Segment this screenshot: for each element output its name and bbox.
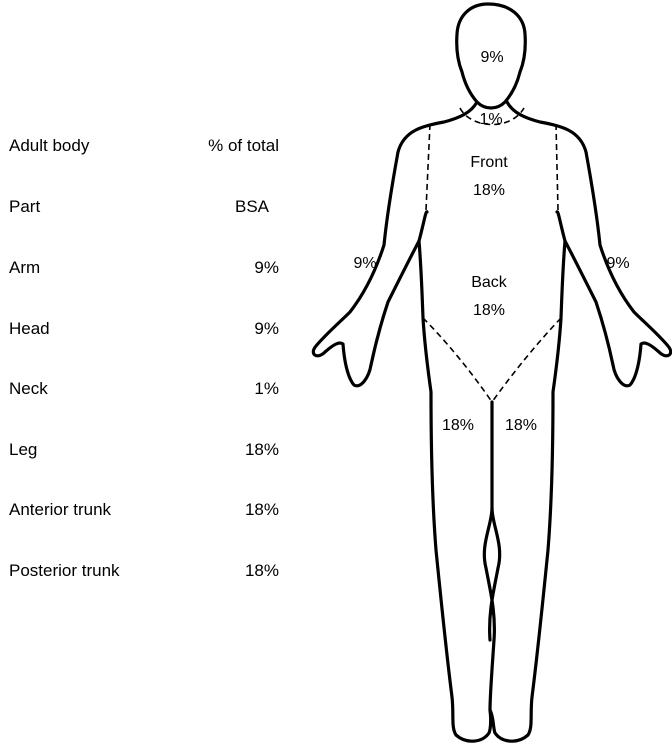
right-hip-dashed-line <box>492 318 561 402</box>
back-trunk-percent-label: 18% <box>473 302 505 319</box>
left-inner-arm-line <box>419 212 427 241</box>
back-trunk-label: Back <box>471 274 508 291</box>
right-arm-percent-label: 9% <box>606 255 629 272</box>
left-hip-dashed-line <box>423 318 492 402</box>
right-shoulder-dashed-line <box>556 124 558 210</box>
front-trunk-percent-label: 18% <box>473 182 505 199</box>
leg-split-line <box>484 402 494 710</box>
front-trunk-label: Front <box>470 154 508 171</box>
right-leg-percent-label: 18% <box>505 417 537 434</box>
left-shoulder-dashed-line <box>426 124 430 210</box>
right-inner-arm-line <box>557 212 565 241</box>
head-percent-label: 9% <box>480 49 503 66</box>
left-leg-percent-label: 18% <box>442 417 474 434</box>
left-arm-percent-label: 9% <box>353 255 376 272</box>
neck-percent-label: 1% <box>479 111 502 128</box>
